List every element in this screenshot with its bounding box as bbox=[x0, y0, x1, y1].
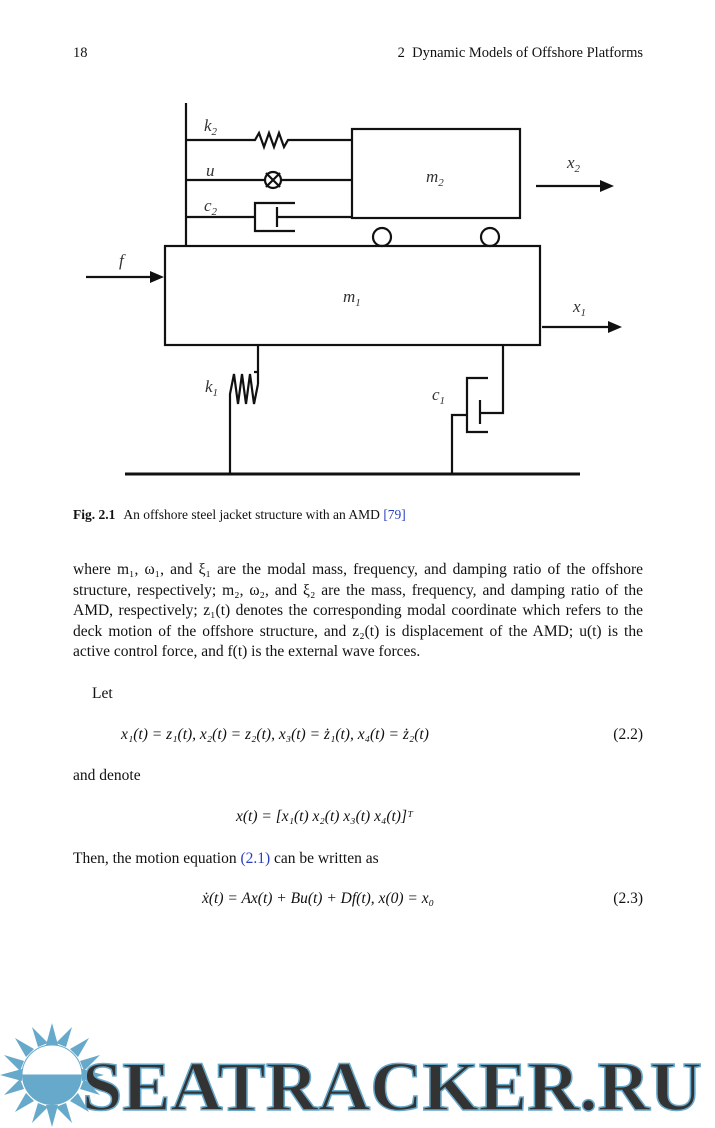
damper-c1 bbox=[450, 345, 505, 474]
spring-k1 bbox=[228, 345, 260, 474]
svg-text:x1: x1 bbox=[572, 297, 586, 319]
watermark-logo: SEATRACKER.RU bbox=[0, 1023, 703, 1127]
let-text: Let bbox=[92, 685, 113, 702]
equation-2-3: ẋ(t) = Ax(t) + Bu(t) + Df(t), x(0) = x₀ bbox=[202, 890, 434, 907]
damper-c2 bbox=[186, 201, 352, 233]
svg-text:u: u bbox=[206, 161, 215, 180]
mass-m2-box bbox=[350, 127, 522, 220]
svg-text:x2: x2 bbox=[566, 153, 581, 175]
figure-caption: Fig. 2.1 An offshore steel jacket structu… bbox=[73, 507, 406, 523]
equation-state-vector: x(t) = [x₁(t) x₂(t) x₃(t) x₄(t)]ᵀ bbox=[236, 808, 413, 825]
force-arrow-icon bbox=[150, 271, 164, 283]
svg-text:c1: c1 bbox=[432, 385, 445, 407]
sun-icon bbox=[0, 1023, 104, 1127]
page-number: 18 bbox=[73, 45, 88, 61]
caption-text: An offshore steel jacket structure with … bbox=[123, 507, 384, 522]
watermark-text: SEATRACKER.RU bbox=[82, 1049, 702, 1126]
wheel bbox=[479, 226, 501, 248]
svg-text:f: f bbox=[119, 251, 126, 270]
figure-diagram: k2 u c2 m2 x2 f m1 x1 k1 c1 bbox=[86, 103, 622, 476]
wheel bbox=[371, 226, 393, 248]
svg-text:k1: k1 bbox=[205, 377, 218, 399]
citation-link[interactable]: [79] bbox=[383, 507, 406, 522]
mass-m1-box bbox=[163, 244, 542, 347]
paragraph-definitions: where m₁, ω₁, and ξ₁ are the modal mass,… bbox=[73, 561, 643, 661]
spring-k2 bbox=[186, 129, 352, 151]
x1-arrow-icon bbox=[608, 321, 622, 333]
svg-text:m1: m1 bbox=[343, 287, 361, 309]
svg-text:k2: k2 bbox=[204, 116, 218, 138]
caption-label: Fig. 2.1 bbox=[73, 507, 116, 522]
then-text: Then, the motion equation (2.1) can be w… bbox=[73, 850, 379, 867]
and-denote-text: and denote bbox=[73, 767, 141, 784]
equation-number-2-2: (2.2) bbox=[613, 726, 643, 743]
svg-text:m2: m2 bbox=[426, 167, 444, 189]
equation-2-2: x₁(t) = z₁(t), x₂(t) = z₂(t), x₃(t) = ż₁… bbox=[121, 726, 429, 743]
svg-text:c2: c2 bbox=[204, 196, 218, 218]
equation-ref-link[interactable]: (2.1) bbox=[240, 850, 271, 867]
x2-arrow-icon bbox=[600, 180, 614, 192]
running-title: 2 Dynamic Models of Offshore Platforms bbox=[397, 45, 643, 61]
actuator-icon bbox=[263, 170, 283, 190]
equation-number-2-3: (2.3) bbox=[613, 890, 643, 907]
